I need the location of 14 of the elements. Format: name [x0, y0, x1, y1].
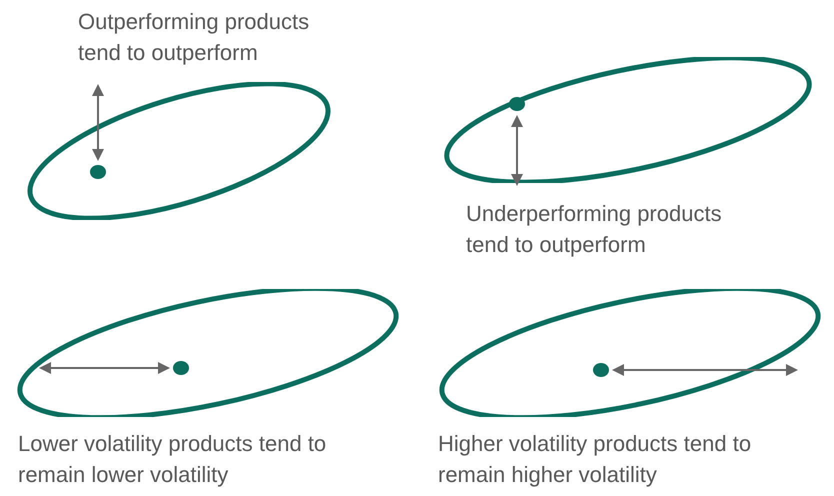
double-arrow: [612, 364, 798, 376]
double-arrow: [92, 84, 104, 161]
double-arrow: [511, 115, 523, 186]
caption-text: Higher volatility products tend to remain higher volatility: [438, 430, 752, 489]
double-arrow: [39, 362, 170, 374]
ellipse-outline: [26, 82, 332, 220]
dot: [173, 361, 189, 375]
dot: [509, 97, 525, 111]
ellipse-outline: [444, 57, 812, 183]
caption-text: Lower volatility products tend to remain lower volatility: [18, 430, 328, 489]
dot: [593, 363, 609, 377]
caption-text: Underperforming products tend to outperform: [466, 200, 723, 259]
dot: [90, 165, 106, 179]
caption-text: Outperforming products tend to outperform: [78, 8, 310, 67]
